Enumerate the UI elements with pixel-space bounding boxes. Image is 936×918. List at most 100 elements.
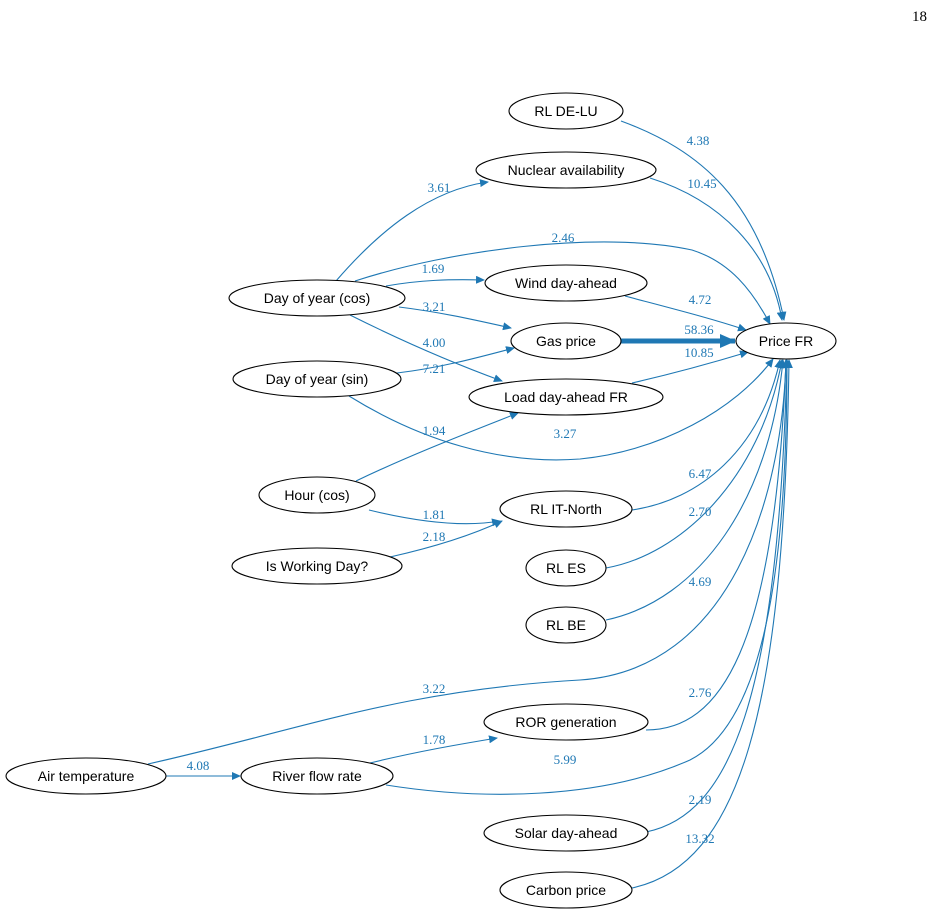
edge-weight-label: 3.22: [423, 681, 446, 696]
node-ellipse: [484, 264, 648, 302]
node-ellipse: [240, 757, 394, 795]
node-ellipse: [5, 757, 167, 795]
edge-doy-cos-to-wind: [385, 275, 485, 287]
edge-rl-de-lu-to-price-fr: [620, 120, 787, 321]
edge-weight-label: 4.38: [687, 133, 710, 148]
node-label: RL ES: [546, 560, 586, 576]
node-label: RL IT-North: [530, 501, 602, 517]
edge-weight-label: 4.69: [689, 574, 712, 589]
node-ellipse: [228, 279, 406, 317]
page-number: 18: [912, 9, 927, 25]
edge-weight-label: 1.78: [423, 732, 446, 747]
edge-solar-to-price-fr: [645, 359, 791, 833]
node-ellipse: [735, 322, 837, 360]
edge-weight-label: 3.61: [428, 180, 451, 195]
node-wind: Wind day-ahead: [484, 264, 648, 302]
node-label: Wind day-ahead: [515, 275, 617, 291]
node-rl-de-lu: RL DE-LU: [508, 92, 624, 130]
edge-weight-label: 5.99: [554, 752, 577, 767]
node-ellipse: [232, 360, 402, 398]
node-label: RL BE: [546, 617, 586, 633]
edge-weight-label: 13.32: [685, 831, 714, 846]
edge-weight-label: 4.00: [423, 335, 446, 350]
node-river-flow: River flow rate: [240, 757, 394, 795]
edge-weight-label: 4.08: [187, 758, 210, 773]
node-load-fr: Load day-ahead FR: [468, 378, 664, 416]
node-ellipse: [483, 703, 649, 741]
edge-doy-cos-to-gas: [398, 306, 512, 331]
node-ellipse: [258, 476, 376, 514]
edge-weight-label: 2.76: [689, 685, 712, 700]
edge-weight-label: 3.21: [423, 299, 446, 314]
node-ellipse: [483, 814, 649, 852]
edge-weight-label: 4.72: [689, 292, 712, 307]
node-ellipse: [499, 871, 633, 909]
node-ellipse: [468, 378, 664, 416]
edges-layer: [147, 120, 793, 889]
edge-air-temp-to-price-fr: [147, 359, 790, 765]
node-label: RL DE-LU: [534, 103, 597, 119]
node-label: River flow rate: [272, 768, 362, 784]
node-ror: ROR generation: [483, 703, 649, 741]
edge-doy-cos-to-price-fr: [354, 241, 771, 325]
edge-hour-cos-to-load-fr: [355, 412, 519, 482]
edge-weight-label: 2.46: [552, 230, 575, 245]
edge-weight-label: 6.47: [689, 466, 712, 481]
node-working-day: Is Working Day?: [231, 547, 403, 585]
edge-ror-to-price-fr: [645, 359, 790, 731]
node-label: Nuclear availability: [508, 162, 625, 178]
edge-doy-cos-to-load-fr: [349, 314, 503, 383]
node-solar: Solar day-ahead: [483, 814, 649, 852]
node-label: Load day-ahead FR: [504, 389, 628, 405]
node-rl-es: RL ES: [525, 549, 607, 587]
node-label: Is Working Day?: [266, 558, 369, 574]
edge-weight-label: 7.21: [423, 361, 446, 376]
node-label: Hour (cos): [284, 487, 349, 503]
node-label: Price FR: [759, 333, 813, 349]
edge-nuclear-to-price-fr: [649, 177, 785, 321]
node-air-temp: Air temperature: [5, 757, 167, 795]
node-ellipse: [231, 547, 403, 585]
node-ellipse: [475, 151, 657, 189]
edge-labels-layer: 4.3810.453.612.461.693.214.004.7258.3610…: [187, 133, 717, 846]
node-label: Solar day-ahead: [515, 825, 618, 841]
node-ellipse: [525, 549, 607, 587]
node-label: ROR generation: [515, 714, 616, 730]
edge-working-day-to-rl-it-north: [389, 520, 503, 558]
node-label: Air temperature: [38, 768, 135, 784]
edge-weight-label: 2.18: [423, 529, 446, 544]
edge-weight-label: 58.36: [684, 322, 714, 337]
edge-carbon-to-price-fr: [631, 359, 793, 889]
node-label: Gas price: [536, 333, 596, 349]
node-rl-it-north: RL IT-North: [499, 490, 633, 528]
node-rl-be: RL BE: [525, 606, 607, 644]
node-label: Day of year (cos): [264, 290, 371, 306]
edge-river-flow-to-ror: [369, 735, 498, 764]
node-ellipse: [499, 490, 633, 528]
node-doy-cos: Day of year (cos): [228, 279, 406, 317]
edge-doy-sin-to-gas: [396, 346, 515, 374]
node-label: Day of year (sin): [266, 371, 369, 387]
edge-load-fr-to-price-fr: [631, 350, 749, 384]
edge-weight-label: 1.69: [422, 261, 445, 276]
edge-doy-cos-to-nuclear: [335, 179, 489, 282]
node-nuclear: Nuclear availability: [475, 151, 657, 189]
node-ellipse: [508, 92, 624, 130]
edge-weight-label: 3.27: [554, 426, 577, 441]
node-ellipse: [510, 322, 622, 360]
edge-wind-to-price-fr: [624, 295, 747, 332]
node-doy-sin: Day of year (sin): [232, 360, 402, 398]
edge-doy-sin-to-price-fr: [348, 358, 774, 461]
node-carbon: Carbon price: [499, 871, 633, 909]
edge-rl-it-north-to-price-fr: [631, 359, 783, 511]
edge-rl-be-to-price-fr: [605, 359, 787, 621]
edge-weight-label: 2.19: [689, 792, 712, 807]
edge-river-flow-to-price-fr: [385, 359, 791, 795]
edge-weight-label: 10.45: [687, 176, 716, 191]
edge-weight-label: 1.81: [423, 507, 446, 522]
edge-rl-es-to-price-fr: [605, 359, 785, 569]
edge-hour-cos-to-rl-it-north: [368, 509, 501, 527]
node-label: Carbon price: [526, 882, 606, 898]
